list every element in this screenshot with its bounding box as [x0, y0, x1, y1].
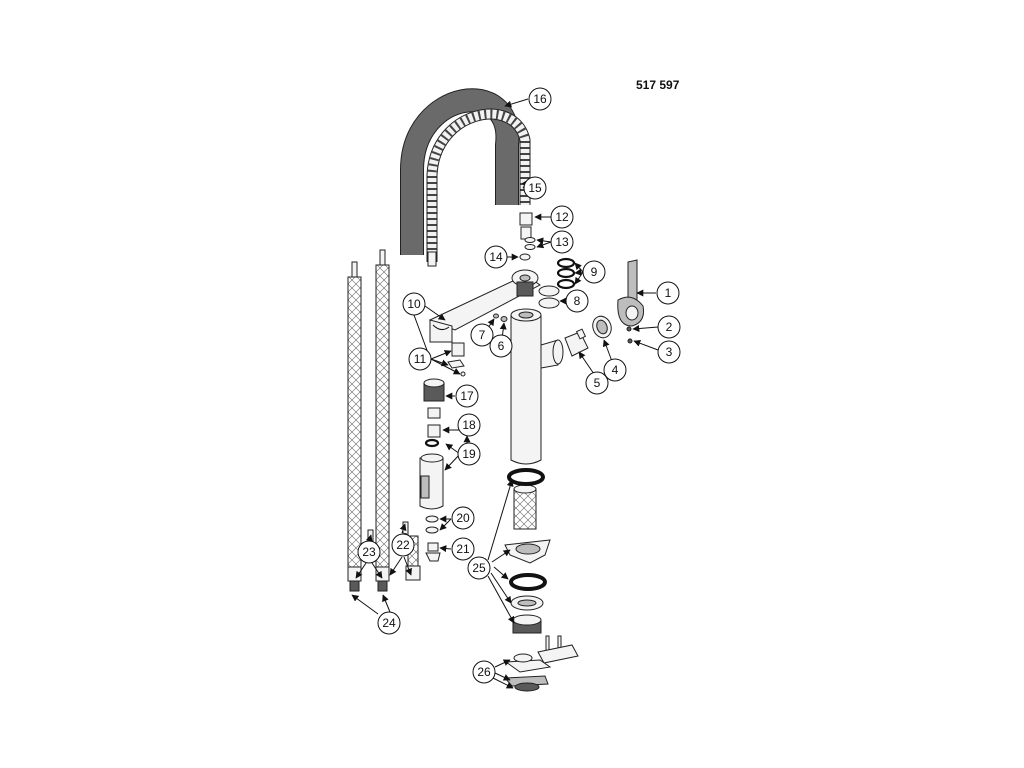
callout-11: 11 [408, 347, 432, 371]
part-8-ring [538, 285, 560, 309]
part-1-lever-handle [617, 259, 644, 327]
svg-text:25: 25 [472, 561, 486, 575]
part-26-mounting-bracket [503, 653, 552, 692]
callout-21: 21 [451, 537, 475, 561]
mounting-studs [537, 635, 579, 664]
svg-text:2: 2 [666, 320, 673, 334]
part-7-screw [493, 313, 499, 319]
part-5-cartridge [564, 328, 589, 357]
part-25-o-ring-large [507, 468, 545, 486]
part-21-connector [425, 542, 441, 562]
svg-text:20: 20 [456, 511, 470, 525]
callout-23: 23 [357, 540, 381, 564]
svg-text:14: 14 [489, 250, 503, 264]
svg-text:3: 3 [666, 345, 673, 359]
callout-13: 13 [550, 230, 574, 254]
callout-14: 14 [484, 245, 508, 269]
part-20-rings [425, 515, 439, 534]
callout-12: 12 [550, 205, 574, 229]
supply-hose-right [375, 249, 390, 592]
callout-26: 26 [472, 660, 496, 684]
part-25-gasket [509, 573, 547, 591]
part-15-spring-hose [426, 108, 531, 267]
svg-text:1: 1 [665, 286, 672, 300]
svg-text:15: 15 [528, 181, 542, 195]
callout-20: 20 [451, 506, 475, 530]
callout-5: 5 [585, 371, 609, 395]
svg-text:10: 10 [407, 297, 421, 311]
part-2-set-screw [626, 326, 632, 332]
part-4-bonnet [592, 315, 612, 339]
part-17-spray-connector [427, 407, 441, 419]
callout-24: 24 [377, 611, 401, 635]
spray-head [419, 453, 444, 510]
callout-10: 10 [402, 292, 426, 316]
svg-text:4: 4 [612, 363, 619, 377]
callout-2: 2 [657, 315, 681, 339]
callout-1: 1 [656, 281, 680, 305]
part-14-washer [519, 253, 531, 261]
callout-9: 9 [582, 260, 606, 284]
part-25-washer [510, 595, 544, 611]
part-3-cap [627, 338, 633, 344]
faucet-body [510, 308, 564, 465]
part-13-washers [524, 237, 536, 250]
svg-text:8: 8 [574, 294, 581, 308]
callout-7: 7 [470, 323, 494, 347]
svg-text:23: 23 [362, 545, 376, 559]
svg-text:21: 21 [456, 542, 470, 556]
part-9-o-rings [556, 257, 576, 290]
svg-text:11: 11 [414, 352, 427, 366]
part-10-spout-arm [428, 269, 541, 343]
callout-19: 19 [457, 442, 481, 466]
callout-22: 22 [391, 533, 415, 557]
svg-text:13: 13 [555, 235, 569, 249]
part-12-hose-nut [519, 212, 533, 240]
callout-6: 6 [489, 334, 513, 358]
svg-text:19: 19 [462, 447, 476, 461]
svg-text:22: 22 [396, 538, 410, 552]
svg-text:17: 17 [460, 389, 474, 403]
svg-text:16: 16 [533, 92, 547, 106]
svg-text:12: 12 [555, 210, 569, 224]
part-16-spout-hose [400, 88, 520, 255]
callout-16: 16 [528, 87, 552, 111]
part-25-shank [513, 484, 537, 530]
part-19-o-ring [424, 438, 440, 448]
callout-15: 15 [523, 176, 547, 200]
callout-25: 25 [467, 556, 491, 580]
svg-text:9: 9 [591, 265, 598, 279]
svg-text:7: 7 [479, 328, 486, 342]
callout-8: 8 [565, 289, 589, 313]
callout-4: 4 [603, 358, 627, 382]
callout-17: 17 [455, 384, 479, 408]
part-6-screw [500, 316, 508, 322]
svg-text:26: 26 [477, 665, 491, 679]
document-number: 517 597 [636, 78, 680, 92]
part-25-lock-nut [512, 614, 542, 634]
part-17-spray-nut [423, 378, 445, 402]
supply-hose-left [347, 261, 362, 592]
part-18-fitting [427, 424, 441, 438]
svg-text:6: 6 [498, 339, 505, 353]
svg-text:24: 24 [382, 616, 396, 630]
callout-18: 18 [457, 413, 481, 437]
svg-text:18: 18 [462, 418, 476, 432]
part-11-clip [447, 342, 466, 377]
callout-3: 3 [657, 340, 681, 364]
svg-text:5: 5 [594, 376, 601, 390]
part-25-base-plate [504, 539, 551, 564]
